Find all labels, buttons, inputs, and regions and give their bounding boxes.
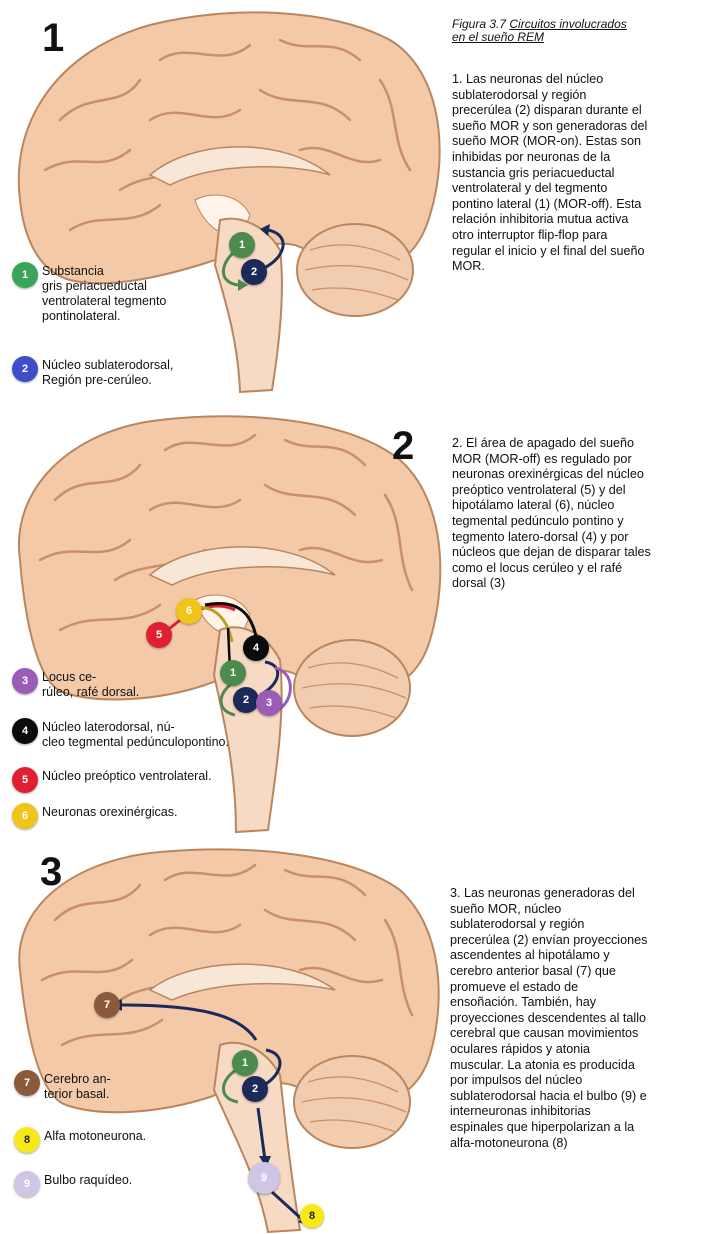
cerebellum xyxy=(297,224,413,316)
legend-item-2: 2 Núcleo sublaterodorsal, Región pre-cer… xyxy=(12,356,173,388)
node-7-label: 7 xyxy=(104,999,110,1011)
legend-text-4: Núcleo laterodorsal, nú- cleo tegmental … xyxy=(42,718,229,750)
node-8: 8 xyxy=(300,1204,324,1228)
node-3: 3 xyxy=(256,690,282,716)
node-4-label: 4 xyxy=(253,642,259,654)
legend-badge-4-label: 4 xyxy=(22,725,28,737)
node-1: 1 xyxy=(220,660,246,686)
legend-item-9: 9 Bulbo raquídeo. xyxy=(14,1171,132,1197)
panel-1: 1 2 1 1. Las neuronas del núcleo sublate… xyxy=(0,0,711,410)
panel-number-2: 2 xyxy=(392,426,414,466)
node-7: 7 xyxy=(94,992,120,1018)
legend-badge-3: 3 xyxy=(12,668,38,694)
node-1-label: 1 xyxy=(230,667,236,679)
node-3-label: 3 xyxy=(266,697,272,709)
node-1-label: 1 xyxy=(239,239,245,251)
legend-badge-6: 6 xyxy=(12,803,38,829)
node-2-label: 2 xyxy=(243,694,249,706)
legend-item-7: 7 Cerebro an- terior basal. xyxy=(14,1070,111,1102)
panel-1-description: 1. Las neuronas del núcleo sublaterodors… xyxy=(452,72,647,275)
node-8-label: 8 xyxy=(309,1210,315,1222)
node-2: 2 xyxy=(233,687,259,713)
legend-badge-3-label: 3 xyxy=(22,675,28,687)
node-2: 2 xyxy=(242,1076,268,1102)
node-2-label: 2 xyxy=(252,1083,258,1095)
legend-badge-6-label: 6 xyxy=(22,810,28,822)
panel-2-description: 2. El área de apagado del sueño MOR (MOR… xyxy=(452,436,651,592)
legend-item-5: 5 Núcleo preóptico ventrolateral. xyxy=(12,767,212,793)
node-5-label: 5 xyxy=(156,629,162,641)
legend-badge-2: 2 xyxy=(12,356,38,382)
panel-3-description: 3. Las neuronas generadoras del sueño MO… xyxy=(450,886,647,1151)
legend-item-6: 6 Neuronas orexinérgicas. xyxy=(12,803,178,829)
panel-number-3: 3 xyxy=(40,852,62,892)
node-6: 6 xyxy=(176,598,202,624)
legend-badge-4: 4 xyxy=(12,718,38,744)
legend-text-5: Núcleo preóptico ventrolateral. xyxy=(42,767,212,784)
legend-badge-9: 9 xyxy=(14,1171,40,1197)
node-9: 9 xyxy=(248,1162,280,1194)
node-4: 4 xyxy=(243,635,269,661)
legend-badge-1: 1 xyxy=(12,262,38,288)
legend-badge-2-label: 2 xyxy=(22,363,28,375)
legend-badge-7-label: 7 xyxy=(24,1077,30,1089)
cerebellum xyxy=(294,1056,410,1148)
node-2-label: 2 xyxy=(251,266,257,278)
legend-text-2: Núcleo sublaterodorsal, Región pre-cerúl… xyxy=(42,356,173,388)
legend-badge-8: 8 xyxy=(14,1127,40,1153)
legend-badge-9-label: 9 xyxy=(24,1178,30,1190)
node-9-label: 9 xyxy=(261,1172,267,1184)
legend-text-7: Cerebro an- terior basal. xyxy=(44,1070,111,1102)
node-1-label: 1 xyxy=(242,1057,248,1069)
legend-text-6: Neuronas orexinérgicas. xyxy=(42,803,178,820)
legend-badge-7: 7 xyxy=(14,1070,40,1096)
legend-item-3: 3 Locus ce- rúleo, rafé dorsal. xyxy=(12,668,139,700)
legend-badge-5-label: 5 xyxy=(22,774,28,786)
legend-item-8: 8 Alfa motoneurona. xyxy=(14,1127,146,1153)
legend-item-1: 1 Substancia gris periacueductal ventrol… xyxy=(12,262,166,324)
node-5: 5 xyxy=(146,622,172,648)
legend-badge-1-label: 1 xyxy=(22,269,28,281)
legend-text-8: Alfa motoneurona. xyxy=(44,1127,146,1144)
panel-number-1: 1 xyxy=(42,18,64,58)
legend-text-1: Substancia gris periacueductal ventrolat… xyxy=(42,262,166,324)
legend-item-4: 4 Núcleo laterodorsal, nú- cleo tegmenta… xyxy=(12,718,229,750)
node-6-label: 6 xyxy=(186,605,192,617)
cerebellum xyxy=(294,640,410,736)
panel-3: 7 1 2 9 8 3 3. Las neuronas generadoras … xyxy=(0,840,711,1234)
legend-badge-5: 5 xyxy=(12,767,38,793)
legend-text-9: Bulbo raquídeo. xyxy=(44,1171,132,1188)
node-1: 1 xyxy=(229,232,255,258)
legend-text-3: Locus ce- rúleo, rafé dorsal. xyxy=(42,668,139,700)
legend-badge-8-label: 8 xyxy=(24,1134,30,1146)
panel-2: 6 5 4 1 2 3 2 2. El área de apagado del … xyxy=(0,410,711,840)
node-1: 1 xyxy=(232,1050,258,1076)
node-2: 2 xyxy=(241,259,267,285)
